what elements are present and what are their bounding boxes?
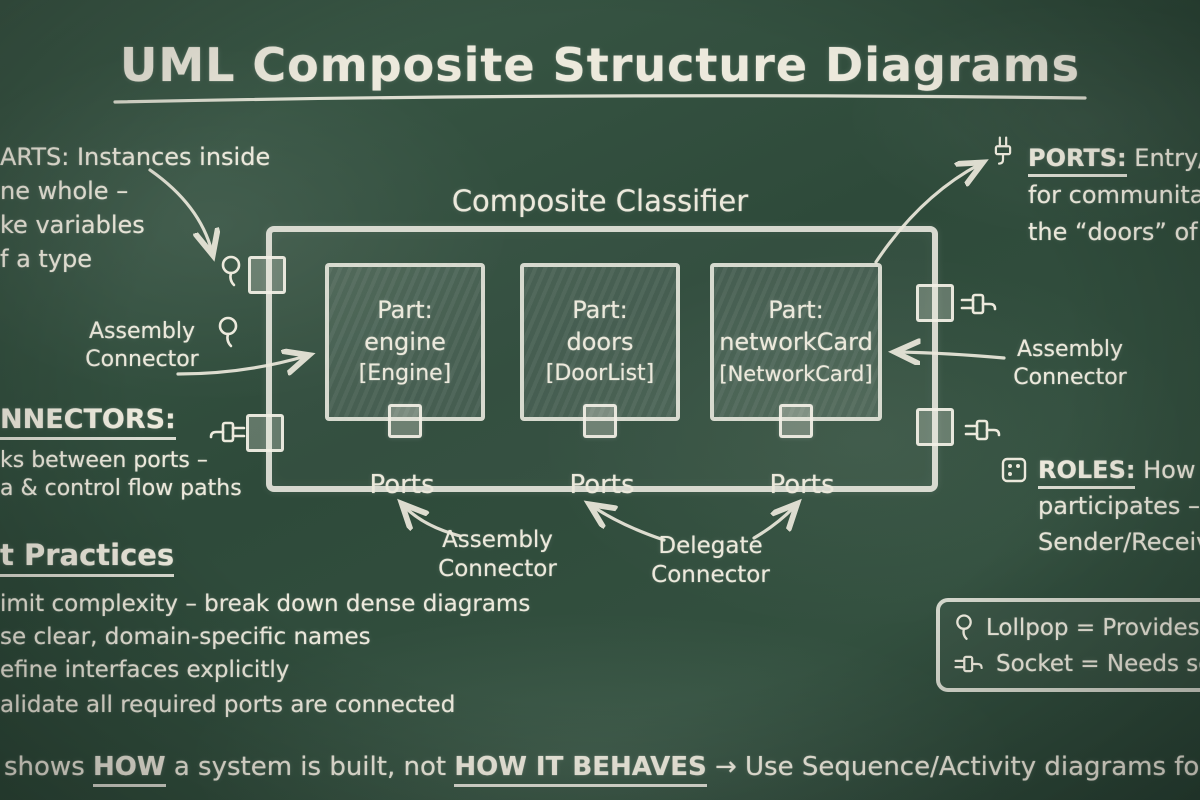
ports-note-line: the “doors” of — [1028, 218, 1198, 246]
edge-port-square-right-bottom — [916, 408, 954, 446]
part-box-doors: Part: doors [DoorList] — [520, 263, 680, 421]
connectors-line: ks between ports – — [0, 448, 208, 473]
parts-note-line: f a type — [0, 245, 93, 273]
assembly-word: Assembly — [442, 527, 553, 553]
connectors-note: NNECTORS: ks between ports – a & control… — [0, 404, 242, 503]
ports-note-line: for communita — [1028, 181, 1200, 209]
delegate-connector-label: Delegate Connector — [638, 532, 783, 590]
practices-heading: t Practices — [0, 538, 175, 577]
legend-row-lollipop: Lollpop = Provides s — [954, 613, 1200, 643]
takeaway-segment-behaves: HOW IT BEHAVES — [454, 752, 707, 787]
assembly-connector-label-bottom: Assembly Connector — [420, 526, 575, 584]
parts-note: ARTS: Instances inside ne whole – ke var… — [0, 140, 270, 276]
parts-note-line: ke variables — [0, 211, 145, 239]
ports-label-networkcard: Ports — [769, 470, 835, 500]
practice-line: efine interfaces explicitly — [0, 657, 290, 683]
ports-label-engine: Ports — [369, 470, 435, 500]
lollipop-icon — [956, 614, 972, 640]
assembly-connector-label-left: Assembly Connector — [84, 318, 200, 374]
parts-note-line: ARTS: Instances inside — [0, 143, 271, 171]
connector-word: Connector — [85, 347, 199, 372]
practice-line: se clear, domain-specific names — [0, 624, 371, 650]
ports-heading-rest: Entry/ — [1126, 144, 1200, 172]
assembly-word: Assembly — [1016, 337, 1124, 362]
connector-word: Connector — [1013, 365, 1127, 390]
plug-icon — [994, 136, 1012, 165]
socket-icon — [209, 421, 246, 443]
lollipop-icon — [221, 255, 241, 287]
connector-word: Connector — [651, 562, 770, 588]
takeaway-segment: shows — [4, 752, 94, 782]
part-name: networkCard — [719, 328, 873, 356]
part-box-engine: Part: engine [Engine] — [325, 263, 485, 421]
assembly-connector-label-right: Assembly Connector — [1005, 336, 1135, 392]
takeaway-segment: a system is built, not — [165, 752, 455, 782]
legend-box: Lollpop = Provides s Socket = Needs ser — [936, 598, 1200, 692]
legend-row-socket: Socket = Needs ser — [954, 651, 1200, 677]
port-square-networkcard — [779, 404, 813, 438]
roles-icon — [1001, 457, 1027, 483]
roles-note: ROLES: How participates – Sender/Receiv — [1038, 452, 1200, 560]
title-underline — [113, 94, 1087, 104]
connector-word: Connector — [438, 556, 557, 582]
roles-heading-rest: How — [1135, 456, 1196, 484]
takeaway-line: shows HOW a system is built, not HOW IT … — [4, 752, 1200, 787]
part-type: [NetworkCard] — [719, 362, 873, 386]
composite-classifier-label: Composite Classifier — [451, 184, 749, 218]
roles-note-line: ROLES: How — [1038, 452, 1200, 489]
ports-note-line: PORTS: Entry/ — [1028, 140, 1200, 177]
edge-port-square-right-top — [916, 284, 954, 322]
page-title: UML Composite Structure Diagrams — [119, 38, 1081, 92]
socket-icon — [954, 655, 983, 673]
legend-text: Lollpop = Provides s — [986, 615, 1200, 641]
port-square-engine — [388, 404, 422, 438]
part-keyword: Part: — [572, 296, 628, 324]
plug-icon — [960, 293, 997, 315]
ports-note: PORTS: Entry/ for communita the “doors” … — [1028, 140, 1200, 251]
takeaway-segment: → Use Sequence/Activity diagrams for beh — [714, 752, 1200, 782]
edge-port-square-left-top — [248, 256, 286, 294]
port-square-doors — [583, 404, 617, 438]
assembly-word: Assembly — [88, 319, 196, 344]
legend-text: Socket = Needs ser — [996, 651, 1200, 677]
parts-note-line: ne whole – — [0, 177, 129, 205]
part-keyword: Part: — [377, 296, 433, 324]
practice-line: imit complexity – break down dense diagr… — [0, 591, 531, 617]
practice-line: alidate all required ports are connected — [0, 692, 456, 718]
connectors-line: a & control flow paths — [0, 476, 242, 501]
plug-icon — [964, 419, 1001, 441]
connectors-heading: NNECTORS: — [0, 404, 176, 440]
delegate-word: Delegate — [658, 533, 763, 559]
part-type: [Engine] — [358, 361, 452, 386]
ports-heading: PORTS: — [1028, 144, 1127, 177]
part-box-networkcard: Part: networkCard [NetworkCard] — [710, 263, 882, 421]
takeaway-segment-how: HOW — [93, 752, 166, 787]
roles-heading: ROLES: — [1038, 456, 1136, 489]
roles-note-line: Sender/Receiv — [1038, 528, 1200, 556]
practices-note: t Practices imit complexity – break down… — [0, 538, 530, 723]
part-keyword: Part: — [768, 296, 824, 324]
roles-note-line: participates – — [1038, 492, 1200, 520]
part-name: doors — [566, 328, 634, 356]
part-type: [DoorList] — [545, 361, 655, 386]
lollipop-icon — [218, 316, 238, 348]
part-name: engine — [364, 328, 446, 356]
edge-port-square-left-bottom — [246, 414, 284, 452]
ports-label-doors: Ports — [569, 470, 635, 500]
